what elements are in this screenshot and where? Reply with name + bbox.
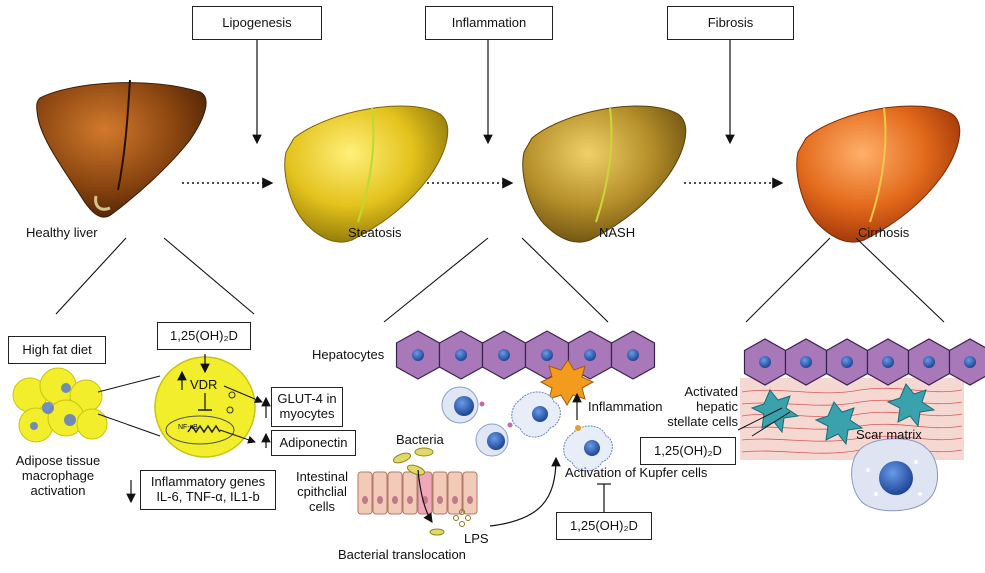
- vdr-label: VDR: [190, 377, 218, 392]
- hepatocyte-nucleus: [627, 349, 639, 361]
- vitd-inhibition-line: [751, 411, 791, 437]
- hepatocytes-label: Hepatocytes: [312, 347, 385, 362]
- kupffer-label: Activation of Kupfer cells: [565, 465, 708, 480]
- myocyte-cell: [154, 354, 263, 458]
- vitd-left-box: 1,25(OH)₂D: [157, 322, 251, 350]
- lipogenesis-box: Lipogenesis: [192, 6, 322, 40]
- lps-label: LPS: [464, 531, 489, 546]
- epithelial-label: Intestinal cpithclial cells: [295, 469, 349, 514]
- epithelial-cell: [432, 471, 448, 515]
- translocation-arrow: [417, 469, 433, 523]
- hepatocyte-nucleus: [759, 356, 771, 368]
- inflammatory-genes-box: Inflammatory genes IL-6, TNF-α, IL1-b: [140, 470, 276, 510]
- hepatocyte-nucleus: [498, 349, 510, 361]
- epithelial-cell: [387, 471, 403, 515]
- lps-arrow: [489, 456, 561, 527]
- vitd-right-box: 1,25(OH)₂D: [640, 437, 736, 465]
- kupffer-inhibition: [597, 483, 611, 512]
- glut4-box: GLUT-4 in myocytes: [271, 387, 343, 427]
- healthy-liver-label: Healthy liver: [26, 225, 98, 240]
- adiponectin-box: Adiponectin: [271, 430, 356, 456]
- vitd-middle-box: 1,25(OH)₂D: [556, 512, 652, 540]
- hepatocyte-row-right: [743, 338, 985, 386]
- immune-cells: [441, 386, 613, 472]
- epithelial-nucleus: [467, 496, 473, 504]
- hepatocyte-nucleus: [584, 349, 596, 361]
- adipose-caption: Adipose tissue macrophage activation: [15, 453, 101, 498]
- cirrhosis-label: Cirrhosis: [858, 225, 910, 240]
- epithelial-nucleus: [362, 496, 368, 504]
- nfkb-label: NF-κB: [178, 424, 198, 431]
- hepatocyte-nucleus: [882, 356, 894, 368]
- hepatocyte-nucleus: [841, 356, 853, 368]
- liver-healthy: [36, 79, 207, 218]
- epithelial-nucleus: [392, 496, 398, 504]
- liver-steatosis: [284, 105, 449, 243]
- scar-macrophage: [851, 438, 939, 512]
- adipose-tissue-cluster: [12, 367, 108, 443]
- hepatocyte-nucleus: [923, 356, 935, 368]
- epithelial-nucleus: [407, 496, 413, 504]
- epithelial-cell: [402, 471, 418, 515]
- fibrotic-tissue: [740, 378, 964, 460]
- liver-cirrhosis: [796, 105, 961, 243]
- intestinal-epithelium: [357, 471, 478, 515]
- inflammation-label: Inflammation: [588, 399, 663, 414]
- epithelial-cell: [372, 471, 388, 515]
- translocation-label: Bacterial translocation: [338, 547, 466, 562]
- epithelial-nucleus: [437, 496, 443, 504]
- scar-matrix-label: Scar matrix: [856, 427, 922, 442]
- hepatocyte-row-middle: [395, 330, 656, 380]
- hepatocyte-nucleus: [412, 349, 424, 361]
- stellate-label-line: [737, 407, 783, 431]
- fibrosis-box: Fibrosis: [667, 6, 794, 40]
- steatosis-label: Steatosis: [348, 225, 402, 240]
- epithelial-cell: [357, 471, 373, 515]
- hepatocyte-nucleus: [800, 356, 812, 368]
- nash-label: NASH: [599, 225, 636, 240]
- inflammation-box: Inflammation: [425, 6, 553, 40]
- hepatocyte-nucleus: [541, 349, 553, 361]
- bacteria-label: Bacteria: [396, 432, 444, 447]
- epithelial-nucleus: [452, 496, 458, 504]
- epithelial-cell: [462, 471, 478, 515]
- epithelial-cell: [447, 471, 463, 515]
- zoom-lines: [55, 237, 945, 323]
- left-connector-lines: [97, 375, 161, 437]
- epithelial-nucleus: [377, 496, 383, 504]
- liver-nash: [522, 105, 687, 243]
- stellate-label: Activated hepatic stellate cells: [667, 384, 738, 429]
- hepatocyte-nucleus: [455, 349, 467, 361]
- left-small-arrows: [126, 396, 271, 504]
- high-fat-diet-box: High fat diet: [8, 336, 106, 364]
- bacteria-cells: [392, 447, 471, 536]
- hepatocyte-nucleus: [964, 356, 976, 368]
- stage-arrows: [252, 40, 735, 145]
